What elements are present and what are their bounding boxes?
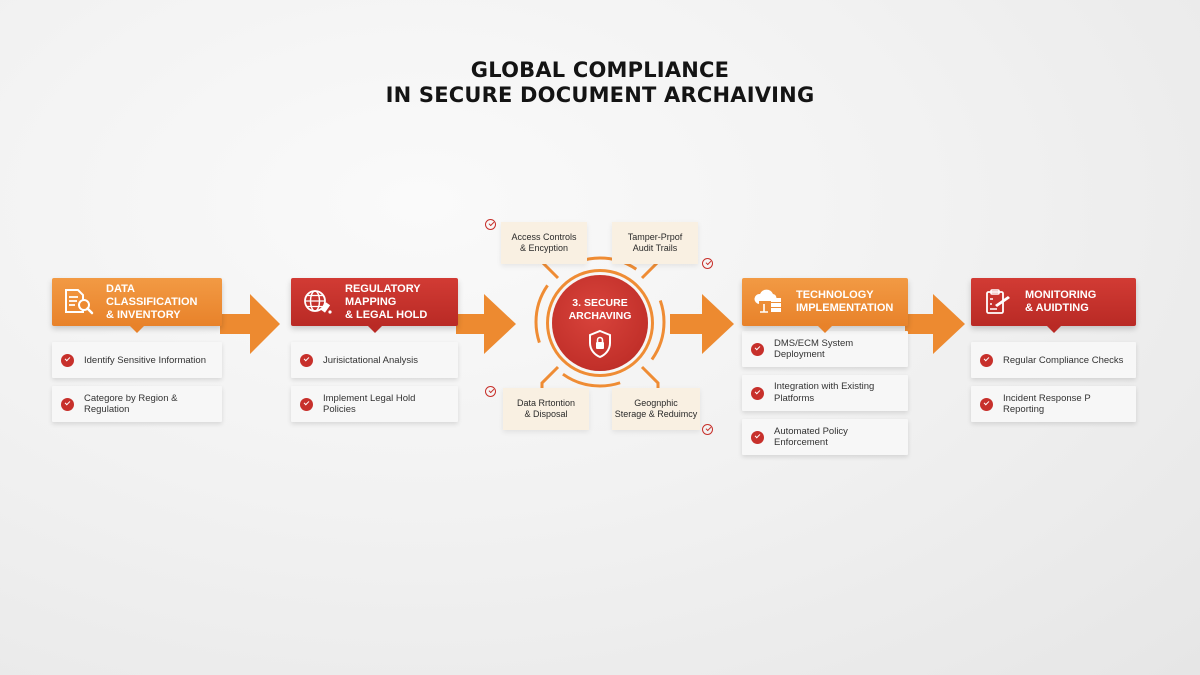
check-icon <box>300 397 313 411</box>
subitem-line-2: & Disposal <box>524 409 568 419</box>
hub-subitem-data-retention: Data Rrtontion & Disposal <box>503 388 589 430</box>
stage-data-classification: DATA CLASSIFICATION & INVENTORY Identify… <box>52 278 222 422</box>
shield-lock-icon <box>552 329 648 363</box>
cloud-server-icon <box>752 287 786 317</box>
check-icon <box>751 386 764 400</box>
flow-arrow-2 <box>456 294 516 354</box>
stage-title-line-1: MONITORING <box>1025 289 1097 301</box>
header-pointer <box>1046 326 1061 333</box>
list-item: DMS/ECM System Deployment <box>742 331 908 367</box>
stage-monitoring-auditing: MONITORING & AUIDTING Regular Compliance… <box>971 278 1136 422</box>
check-icon <box>751 342 764 356</box>
stage-header: REGULATORY MAPPING & LEGAL HOLD <box>291 278 458 333</box>
hub-circle: 3. SECURE ARCHAVING <box>552 275 648 371</box>
stage-title-line-1: DATA CLASSIFICATION <box>106 282 198 308</box>
subitem-line-1: Access Controls <box>511 232 577 242</box>
item-text: Implement Legal Hold Policies <box>323 393 416 415</box>
check-circle-icon <box>702 424 713 435</box>
item-text: Identify Sensitive Information <box>84 354 206 366</box>
hub-title-line-2: ARCHAVING <box>568 310 632 322</box>
stage-header: TECHNOLOGY IMPLEMENTATION <box>742 278 908 333</box>
list-item: Jurisictational Analysis <box>291 342 458 378</box>
check-icon <box>300 353 313 367</box>
secure-archiving-hub: 3. SECURE ARCHAVING <box>540 263 660 383</box>
flow-arrow-3 <box>670 294 734 354</box>
check-circle-icon <box>485 386 496 397</box>
list-item: Identify Sensitive Information <box>52 342 222 378</box>
stage-title-line-2: IMPLEMENTATION <box>796 302 894 314</box>
stage-header: DATA CLASSIFICATION & INVENTORY <box>52 278 222 333</box>
item-text: Integration with Existing Platforms <box>774 381 875 404</box>
hub-subitem-geographic-storage: Geognphic Sterage & Reduimcy <box>612 388 700 430</box>
check-icon <box>61 397 74 411</box>
item-text: Automated Policy Enforcement <box>774 426 848 448</box>
stage-regulatory-mapping: REGULATORY MAPPING & LEGAL HOLD Jurisict… <box>291 278 458 422</box>
list-item: Automated Policy Enforcement <box>742 419 908 455</box>
item-text: Jurisictational Analysis <box>323 354 419 366</box>
item-text: DMS/ECM System Deployment <box>774 338 854 360</box>
subitem-line-2: & Encyption <box>519 243 569 253</box>
subitem-line-2: Sterage & Reduimcy <box>614 409 698 419</box>
check-circle-icon <box>702 258 713 269</box>
stage-header: MONITORING & AUIDTING <box>971 278 1136 333</box>
item-text: Categore by Region & Regulation <box>84 393 178 415</box>
title-line-1: GLOBAL COMPLIANCE <box>470 58 730 82</box>
list-item: Regular Compliance Checks <box>971 342 1136 378</box>
subitem-line-1: Data Rrtontion <box>516 398 576 408</box>
flow-arrow-1 <box>220 294 280 354</box>
flow-arrow-4 <box>905 294 965 354</box>
subitem-line-2: Audit Trails <box>632 243 678 253</box>
list-item: Implement Legal Hold Policies <box>291 386 458 422</box>
header-pointer <box>818 326 832 333</box>
check-icon <box>980 397 993 411</box>
subitem-line-1: Geognphic <box>634 398 678 408</box>
globe-gavel-icon <box>301 287 335 317</box>
header-pointer <box>130 326 144 333</box>
stage-title-line-2: & LEGAL HOLD <box>345 308 428 321</box>
check-icon <box>751 430 764 444</box>
hub-subitem-access-controls: Access Controls & Encyption <box>501 222 587 264</box>
hub-title-line-1: 3. SECURE <box>572 297 628 309</box>
document-search-icon <box>62 287 96 317</box>
item-text: Incident Response P Reporting <box>1003 393 1091 415</box>
stage-technology-implementation: TECHNOLOGY IMPLEMENTATION DMS/ECM System… <box>742 278 908 455</box>
check-icon <box>61 353 74 367</box>
stage-title-line-2: & AUIDTING <box>1025 302 1089 314</box>
list-item: Integration with Existing Platforms <box>742 375 908 411</box>
title-line-2: IN SECURE DOCUMENT ARCHAIVING <box>385 83 815 107</box>
stage-title-line-1: TECHNOLOGY <box>796 289 874 301</box>
header-pointer <box>367 326 382 333</box>
item-text: Regular Compliance Checks <box>1003 354 1124 366</box>
list-item: Incident Response P Reporting <box>971 386 1136 422</box>
check-icon <box>980 353 993 367</box>
stage-title-line-2: & INVENTORY <box>106 308 181 321</box>
clipboard-pen-icon <box>981 287 1015 317</box>
check-circle-icon <box>485 219 496 230</box>
hub-subitem-audit-trails: Tamper-Prpof Audit Trails <box>612 222 698 264</box>
subitem-line-1: Tamper-Prpof <box>627 232 683 242</box>
list-item: Categore by Region & Regulation <box>52 386 222 422</box>
stage-title-line-1: REGULATORY MAPPING <box>345 282 421 308</box>
page-title: GLOBAL COMPLIANCE IN SECURE DOCUMENT ARC… <box>0 58 1200 108</box>
